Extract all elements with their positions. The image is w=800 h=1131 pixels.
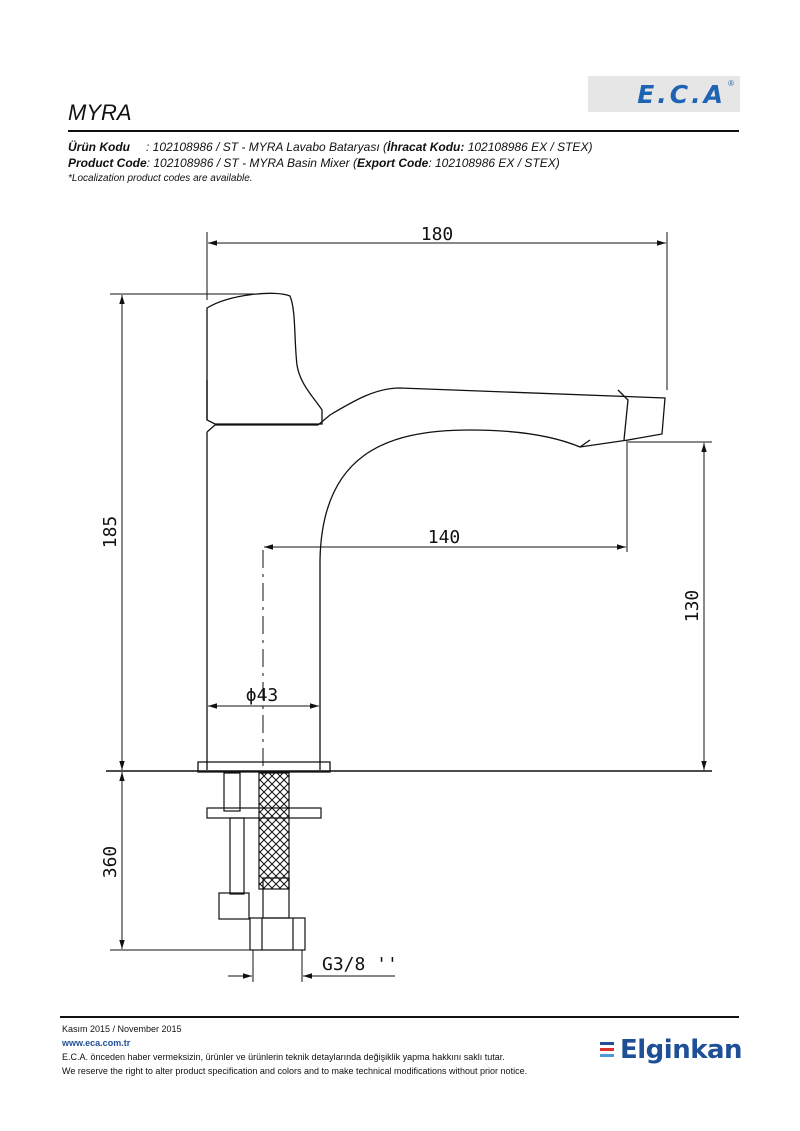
- elginkan-logo: Elginkan: [600, 1032, 743, 1068]
- fittings: [206, 772, 322, 951]
- elginkan-wordmark: Elginkan: [620, 1035, 743, 1065]
- product-code-en-label: Product Code: [68, 156, 147, 170]
- product-code-en: Product Code: 102108986 / ST - MYRA Basi…: [68, 155, 592, 171]
- dim-height-label: 185: [100, 516, 121, 549]
- rod-nut: [218, 892, 250, 920]
- base-plate: [197, 761, 331, 773]
- product-code-tr-label: Ürün Kodu: [68, 140, 130, 154]
- dim-width: 180: [206, 224, 668, 390]
- rod-lower: [229, 817, 245, 895]
- footer-website[interactable]: www.eca.com.tr: [62, 1038, 131, 1048]
- product-code-en-value: : 102108986 / ST - MYRA Basin Mixer (: [146, 156, 357, 170]
- dim-spout-height: 130: [628, 441, 712, 770]
- footer-divider: [60, 1016, 739, 1018]
- threaded-rod: [223, 772, 241, 812]
- dim-height: 185: [100, 293, 260, 770]
- faucet-spout: [317, 387, 666, 770]
- footer-note-en: We reserve the right to alter product sp…: [62, 1066, 528, 1076]
- export-code-en-value: : 102108986 EX / STEX): [428, 156, 560, 170]
- product-title: MYRA: [68, 100, 132, 125]
- faucet-body-top: [206, 424, 318, 433]
- export-code-tr-label: İhracat Kodu:: [387, 140, 465, 154]
- product-code-tr: Ürün Kodu : 102108986 / ST - MYRA Lavabo …: [68, 139, 592, 155]
- hose-nut: [249, 917, 306, 951]
- registered-mark: ®: [728, 79, 734, 88]
- dim-below-counter-label: 360: [100, 846, 121, 879]
- eca-logo: E.C.A ®: [588, 76, 740, 112]
- localization-note: *Localization product codes are availabl…: [68, 173, 253, 184]
- faucet-handle: [206, 292, 323, 425]
- dim-thread: G3/8 '': [228, 950, 398, 982]
- eca-logo-text: E.C.A: [637, 80, 726, 109]
- dim-below-counter: 360: [100, 772, 252, 951]
- flex-hose: [258, 772, 290, 890]
- export-code-tr-value: 102108986 EX / STEX): [464, 140, 593, 154]
- dim-spout-height-label: 130: [682, 590, 703, 623]
- footer-date: Kasım 2015 / November 2015: [62, 1024, 182, 1034]
- dim-diameter: ϕ43: [208, 685, 319, 709]
- footer: Kasım 2015 / November 2015 www.eca.com.t…: [62, 1022, 527, 1078]
- header-divider: [68, 130, 739, 132]
- dim-width-label: 180: [421, 224, 454, 245]
- export-code-en-label: Export Code: [356, 156, 429, 170]
- elginkan-mark-icon: [600, 1041, 614, 1059]
- dim-diameter-label: ϕ43: [246, 685, 279, 706]
- product-code-tr-value: : 102108986 / ST - MYRA Lavabo Bataryası…: [146, 140, 388, 154]
- dim-thread-label: G3/8 '': [322, 954, 398, 975]
- dim-reach-label: 140: [428, 527, 461, 548]
- product-codes: Ürün Kodu : 102108986 / ST - MYRA Lavabo …: [68, 139, 592, 187]
- dim-reach: 140: [264, 440, 628, 552]
- footer-note-tr: E.C.A. önceden haber vermeksizin, ürünle…: [62, 1052, 505, 1062]
